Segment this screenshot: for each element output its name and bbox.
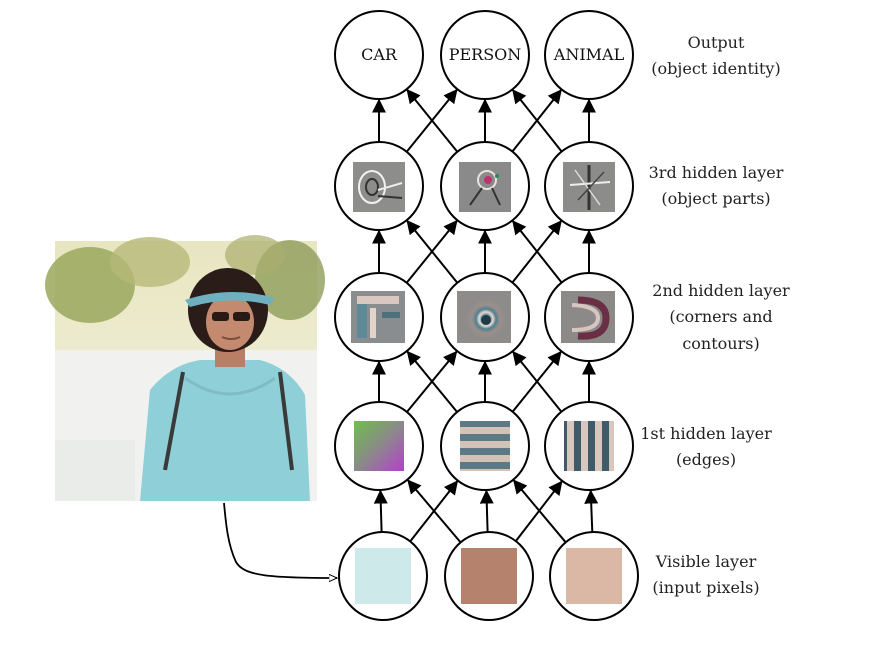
layer-hidden-1 [334,401,634,491]
layer-labels: Output (object identity) 3rd hidden laye… [640,33,790,597]
label-hidden2-desc-2: contours) [682,334,759,353]
layer-output: CAR PERSON ANIMAL [334,10,634,100]
label-hidden3-desc: (object parts) [661,189,770,208]
edge-l0-n2-to-n2 [584,489,599,533]
label-hidden2-title: 2nd hidden layer [652,281,790,300]
label-hidden3-title: 3rd hidden layer [649,163,784,182]
edge-l0-n0-to-n0 [373,489,388,533]
label-hidden1-desc: (edges) [676,450,736,469]
feature-curve-contour [561,291,615,343]
edge-l2-n2-to-n1 [512,220,563,284]
label-hidden2-desc-1: (corners and [669,307,772,326]
feature-diagonal-edge [354,421,404,471]
layer-hidden-2 [334,272,634,362]
label-visible-desc: (input pixels) [652,578,759,597]
layer-visible [338,531,639,621]
label-output-desc: (object identity) [651,59,780,78]
feature-ring-contour [457,291,511,343]
label-visible-title: Visible layer [655,552,757,571]
edge-l3-n1-to-n0 [406,88,459,153]
edge-l1-n1-to-n0 [406,350,458,413]
node-animal [544,10,634,100]
input-photo [45,235,325,501]
edge-l3-n2-to-n1 [512,89,563,153]
edge-l2-n1-to-n0 [406,219,459,284]
edge-l1-n2-to-n1 [512,350,563,413]
feature-face [459,162,511,212]
node-car-label: CAR [361,45,398,64]
network-edges [372,88,599,544]
node-car [334,10,424,100]
input-pixel-2 [461,548,517,604]
edge-l0-n2-to-n1 [513,479,567,543]
feature-corner [351,291,405,343]
node-person [440,10,530,100]
feature-vertical-edges [564,421,614,471]
feature-animal-part [563,162,615,212]
feature-horizontal-edges [460,421,510,471]
edge-l0-n1-to-n0 [407,479,462,544]
label-hidden1-title: 1st hidden layer [640,424,772,443]
photo-to-input-arrow [223,502,337,578]
input-pixel-3 [566,548,622,604]
label-output-title: Output [688,33,745,52]
feature-wheel [353,162,405,212]
node-person-label: PERSON [449,45,522,64]
edge-l0-n1-to-n1 [479,489,494,533]
input-pixel-1 [355,548,411,604]
layer-hidden-3 [334,141,634,231]
node-animal-label: ANIMAL [553,45,625,64]
